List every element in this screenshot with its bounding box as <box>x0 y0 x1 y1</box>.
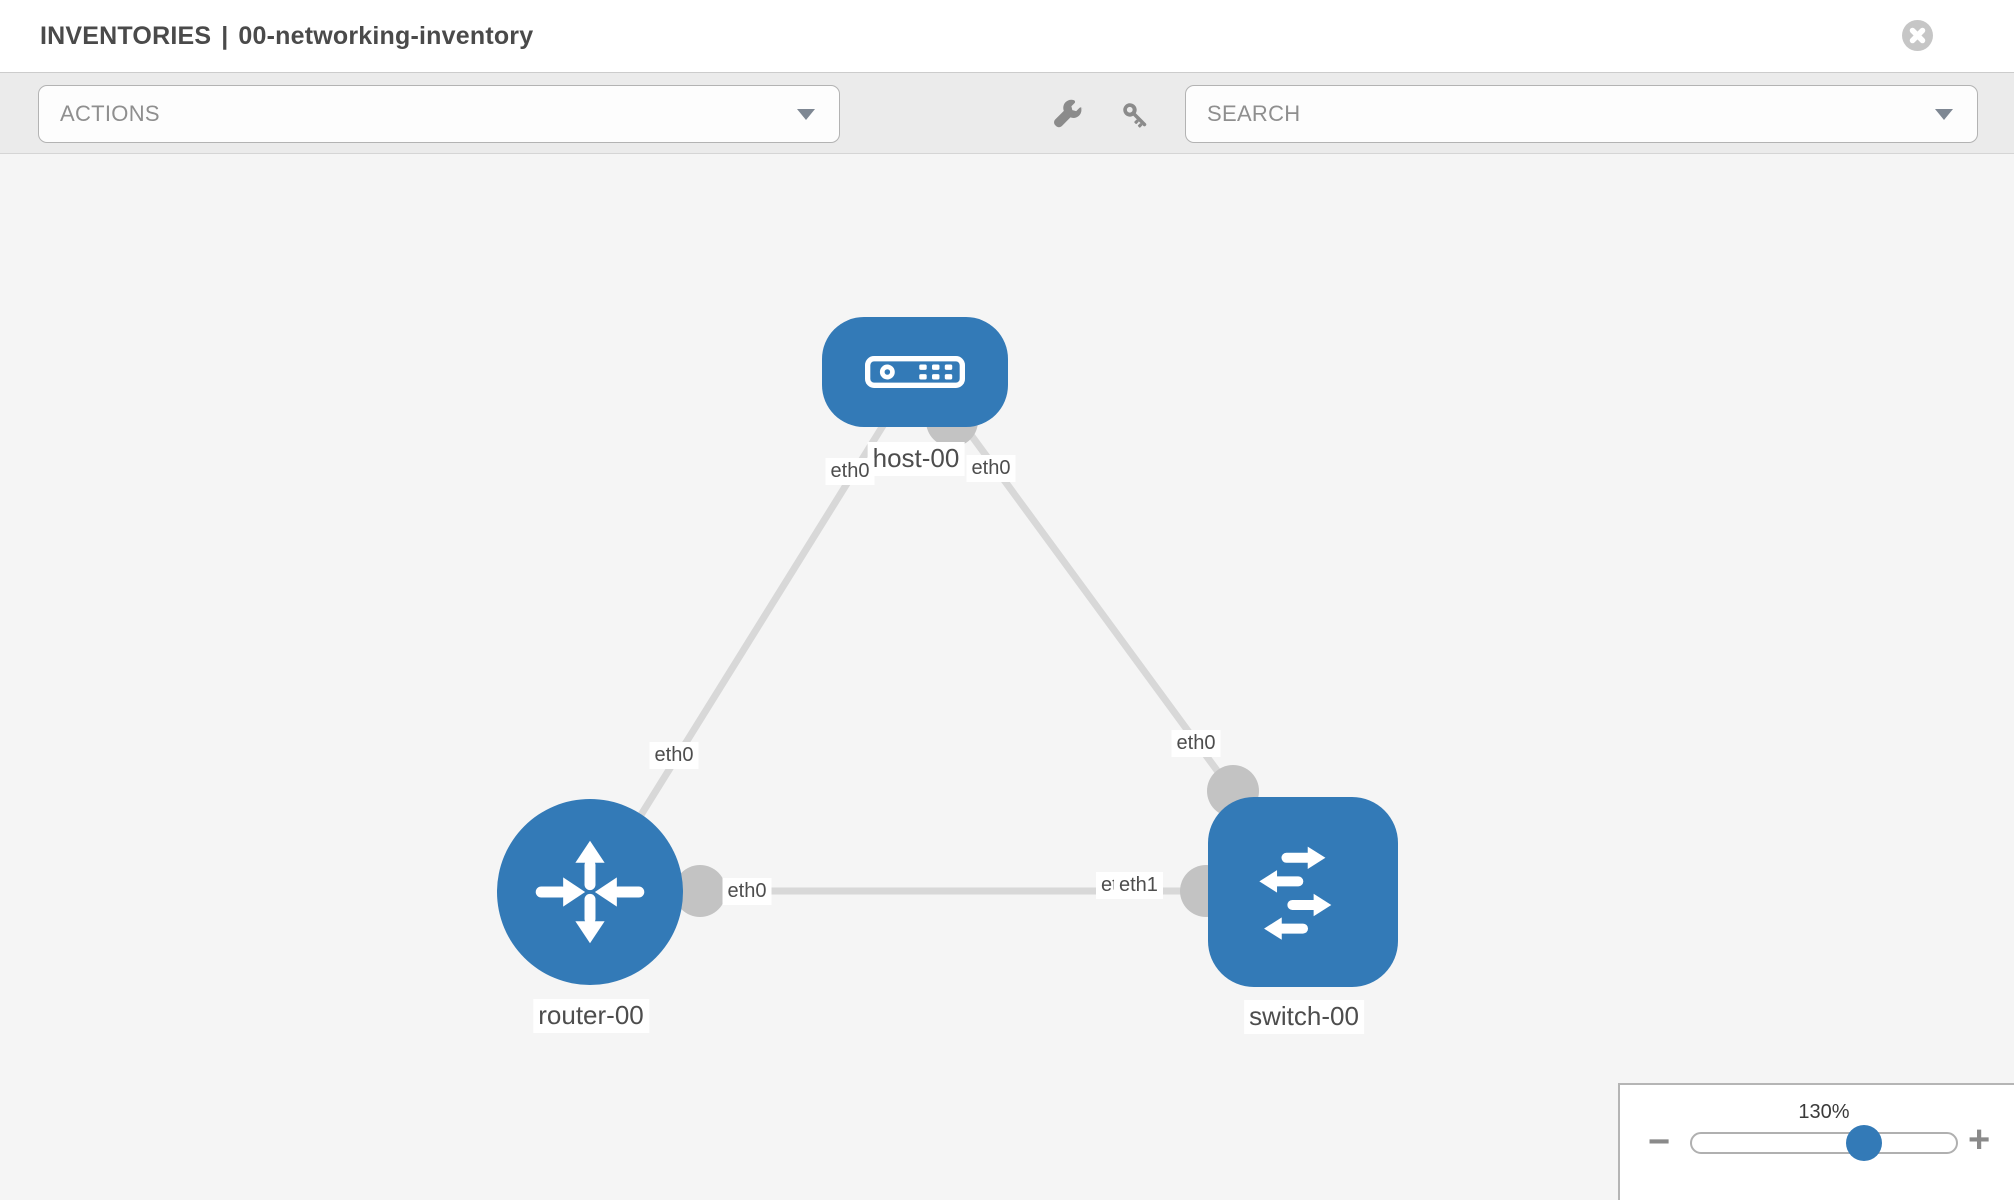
node-host-00[interactable] <box>822 317 1008 427</box>
node-label-switch: switch-00 <box>1244 1000 1364 1034</box>
toolbar: ACTIONS SEARCH <box>0 72 2014 154</box>
zoom-level-label: 130% <box>1798 1101 1850 1123</box>
close-button[interactable] <box>1902 20 1933 51</box>
chevron-down-icon <box>1935 109 1953 120</box>
wrench-icon <box>1053 99 1082 127</box>
search-dropdown-label: SEARCH <box>1207 101 1301 126</box>
header: INVENTORIES | 00-networking-inventory <box>0 0 2014 72</box>
page-title: INVENTORIES | 00-networking-inventory <box>40 0 533 72</box>
actions-dropdown-label: ACTIONS <box>60 101 160 126</box>
node-label-router: router-00 <box>533 999 649 1033</box>
inventory-name: 00-networking-inventory <box>238 21 534 50</box>
close-icon <box>1909 27 1926 44</box>
zoom-panel: 130% − + <box>1618 1083 2014 1200</box>
zoom-out-button[interactable]: − <box>1648 1121 1671 1163</box>
interface-label-switch-eth1: eth1 <box>1114 872 1163 899</box>
server-icon <box>865 356 965 388</box>
node-label-host: host-00 <box>867 442 965 476</box>
actions-dropdown[interactable]: ACTIONS <box>38 85 840 143</box>
interface-label-router-eth0: eth0 <box>722 878 772 905</box>
breadcrumb-section: INVENTORIES <box>40 21 212 50</box>
node-router-00[interactable] <box>497 799 683 985</box>
credentials-tool-button[interactable] <box>1117 97 1153 133</box>
zoom-slider-thumb[interactable] <box>1846 1125 1882 1161</box>
switch-icon <box>1259 846 1332 940</box>
search-dropdown[interactable]: SEARCH <box>1185 85 1978 143</box>
interface-label-host-eth0-right: eth0 <box>966 455 1016 482</box>
configure-tool-button[interactable] <box>1050 97 1086 133</box>
breadcrumb-separator: | <box>221 21 229 50</box>
router-icon <box>535 840 645 944</box>
key-icon <box>1122 102 1146 128</box>
link-host-router[interactable] <box>605 422 887 870</box>
zoom-slider-track[interactable] <box>1690 1132 1958 1154</box>
interface-label-router-eth0-uplink: eth0 <box>649 742 699 769</box>
zoom-in-button[interactable]: + <box>1968 1119 1991 1161</box>
chevron-down-icon <box>797 109 815 120</box>
node-switch-00[interactable] <box>1208 797 1398 987</box>
topology-canvas[interactable]: host-00 router-00 switch-00 eth0 eth0 et… <box>0 154 2014 1200</box>
links-layer <box>605 417 1238 895</box>
interface-label-switch-eth0: eth0 <box>1171 730 1221 757</box>
interface-label-host-eth0-left: eth0 <box>825 458 875 485</box>
